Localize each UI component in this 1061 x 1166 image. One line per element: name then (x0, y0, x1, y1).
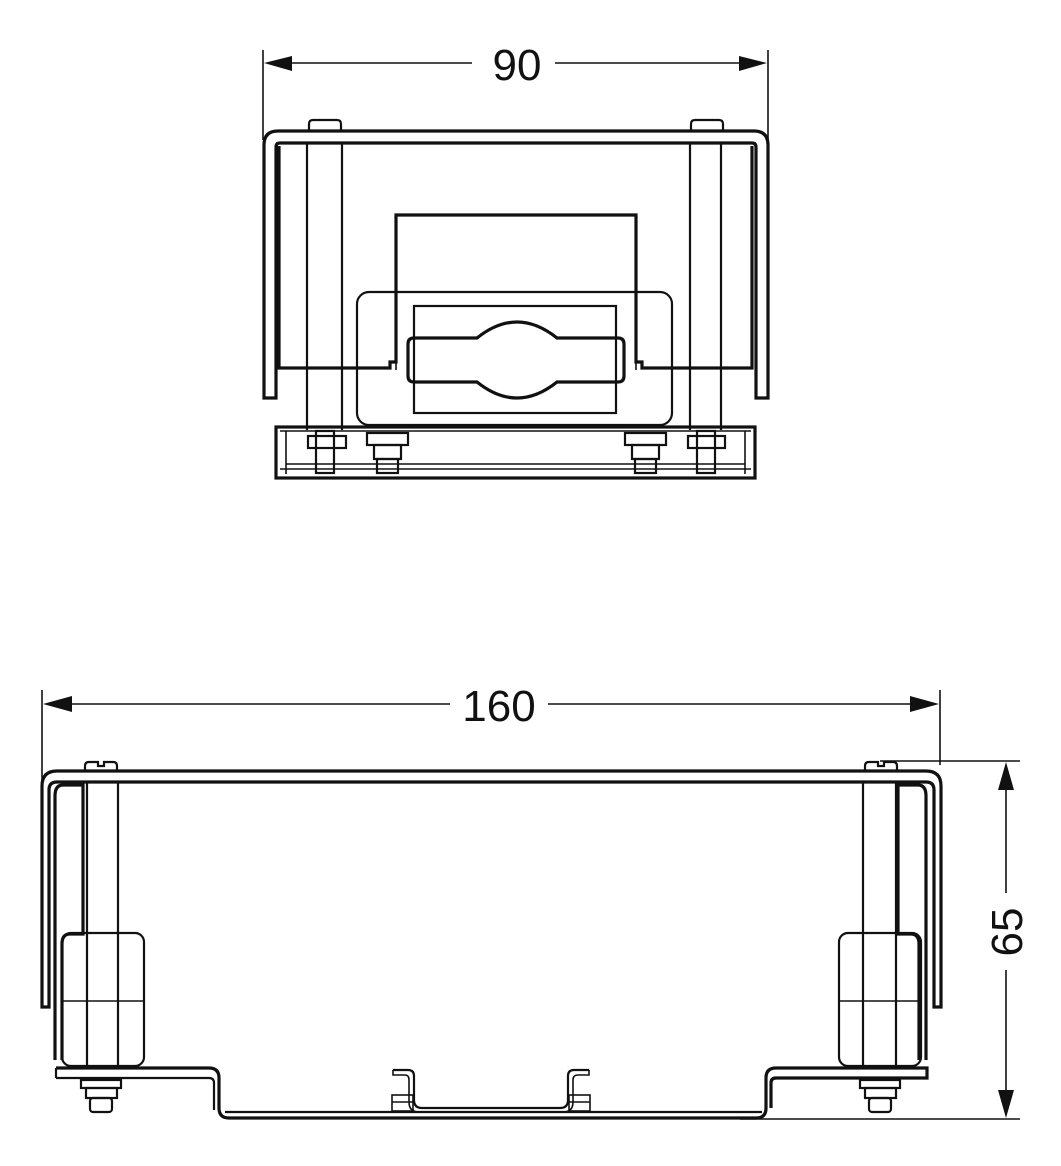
screw-tab-right (689, 118, 725, 130)
screw-tab-left (83, 760, 119, 771)
base-plate (274, 425, 757, 480)
top-view: 90 (262, 41, 770, 480)
bolt-3 (623, 431, 668, 475)
clamp-housing (355, 290, 674, 427)
arrow-left-icon (264, 56, 292, 71)
screw-tab-right (863, 760, 899, 771)
dimension-90: 90 (262, 41, 769, 140)
arrow-right-icon (739, 56, 767, 71)
dimension-label-160: 160 (462, 682, 535, 731)
outer-bracket (40, 769, 943, 1009)
clamp-body (406, 320, 626, 400)
base-channel (56, 1066, 929, 1120)
clamp-block-right (837, 931, 923, 1068)
bolt-4 (686, 429, 727, 475)
bolt-right (858, 1078, 902, 1114)
dimension-65: 65 (740, 760, 1032, 1120)
clamp-inner-rect (412, 304, 618, 415)
din-rail (393, 1068, 589, 1110)
inner-bracket-left (53, 783, 85, 1060)
bolt-1 (306, 429, 348, 475)
rail-foot-right (568, 1094, 591, 1112)
screw-tab-left (307, 118, 343, 130)
arrow-down-icon (998, 1090, 1014, 1118)
dimension-160: 160 (41, 682, 941, 780)
bolt-2 (365, 431, 410, 475)
dimension-label-65: 65 (983, 908, 1032, 957)
arrow-left-icon (43, 696, 72, 712)
inner-bracket-right (896, 783, 928, 1060)
arrow-up-icon (998, 762, 1014, 790)
front-view: 160 65 (40, 682, 1032, 1120)
outer-bracket (262, 129, 770, 400)
inner-bracket (277, 146, 754, 370)
clamp-block-left (60, 931, 146, 1068)
dimension-label-90: 90 (493, 41, 542, 90)
arrow-right-icon (910, 696, 939, 712)
rail-foot-left (391, 1094, 414, 1112)
bolt-left (79, 1078, 123, 1114)
